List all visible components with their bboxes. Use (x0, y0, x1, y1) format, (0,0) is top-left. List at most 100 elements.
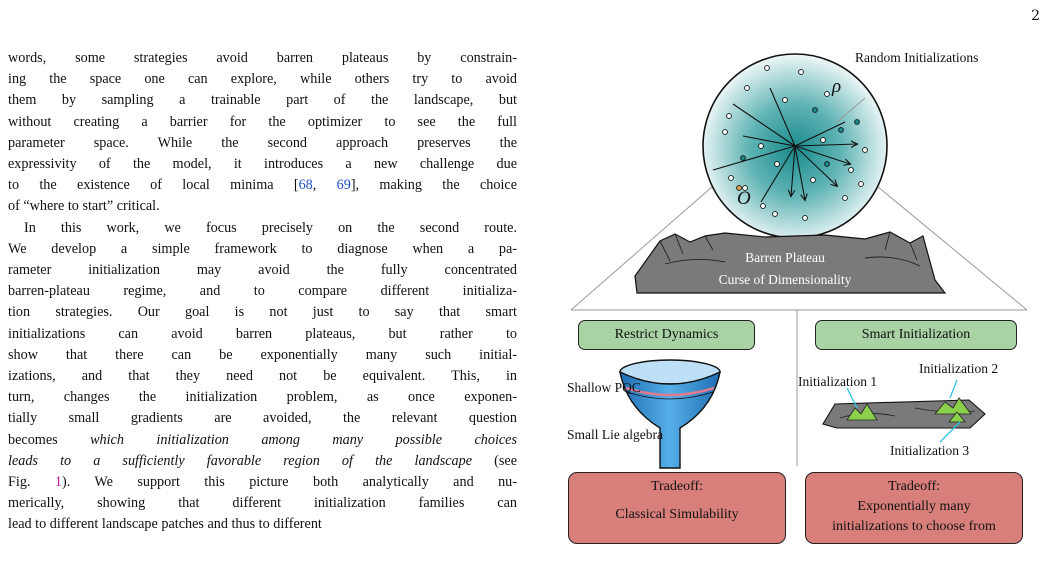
initialization-dot (742, 185, 748, 191)
initialization-dot (802, 215, 808, 221)
text-line: turn, changes the initialization problem… (8, 387, 517, 408)
text-segment: becomes (8, 431, 91, 448)
text-line: without creating a barrier for the optim… (8, 112, 517, 133)
text-segment: tion strategies. Our goal is not just to… (8, 304, 517, 321)
tradeoff-left-title: Tradeoff: (650, 479, 704, 494)
text-segment: initializations can avoid barren plateau… (8, 325, 517, 342)
text-line: rameter initialization may avoid the ful… (8, 260, 517, 281)
initialization-dot (736, 185, 742, 191)
cone-line-right (876, 185, 1028, 311)
text-line: lead to different landscape patches and … (8, 514, 517, 535)
smart-initialization-box: Smart Initialization (815, 320, 1017, 350)
text-segment: In this work, we focus precisely on the … (24, 219, 517, 236)
text-line: In this work, we focus precisely on the … (8, 218, 517, 239)
initialization-dot (726, 113, 732, 119)
text-line: becomes which initialization among many … (8, 430, 517, 451)
text-line: of “where to start” critical. (8, 196, 517, 217)
text-line: initializations can avoid barren plateau… (8, 324, 517, 345)
text-line: words, some strategies avoid barren plat… (8, 48, 517, 69)
text-segment: without creating a barrier for the optim… (8, 113, 517, 130)
text-segment: of “where to start” critical. (8, 198, 160, 215)
emphasis-text: which initialization among many possible… (90, 431, 517, 448)
text-segment: expressivity of the model, it introduces… (8, 156, 517, 173)
initialization-dot (782, 97, 788, 103)
observable-symbol: O (737, 188, 751, 209)
initialization-dot (858, 181, 864, 187)
text-segment: (see (472, 452, 518, 469)
initialization-dot (772, 211, 778, 217)
initialization-dot (842, 195, 848, 201)
restrict-dynamics-box: Restrict Dynamics (578, 320, 755, 350)
page-number: 2 (1031, 8, 1040, 24)
text-segment: words, some strategies avoid barren plat… (8, 50, 517, 66)
initialization-dot (740, 155, 746, 161)
initialization-dot (728, 175, 734, 181)
text-line: show that there can be exponentially man… (8, 345, 517, 366)
text-line: tion strategies. Our goal is not just to… (8, 302, 517, 323)
tradeoff-right-title: Tradeoff: (887, 479, 941, 494)
initialization-dot (854, 119, 860, 125)
tradeoff-right-box: Tradeoff: Exponentially many initializat… (805, 472, 1023, 544)
text-segment: to the existence of local minima [ (8, 177, 299, 194)
text-line: We develop a simple framework to diagnos… (8, 239, 517, 260)
initialization-dot (798, 69, 804, 75)
plateau-label-line2: Curse of Dimensionality (718, 272, 852, 287)
initialization-dot (838, 127, 844, 133)
initialization-dot (812, 107, 818, 113)
initialization-dot (848, 167, 854, 173)
initialization-dot (820, 137, 826, 143)
text-line: merically, showing that different initia… (8, 493, 517, 514)
text-segment: show that there can be exponentially man… (8, 346, 517, 363)
tradeoff-left-box: Tradeoff: Classical Simulability (568, 472, 786, 544)
text-segment: ], making the choice (350, 177, 517, 194)
text-line: barren-plateau regime, and to compare di… (8, 281, 517, 302)
initialization-dot (744, 85, 750, 91)
initialization-dot (824, 91, 830, 97)
text-line: izations, and that they need not be equi… (8, 366, 517, 387)
text-segment: lead to different landscape patches and … (8, 516, 322, 533)
initialization-dot (758, 143, 764, 149)
text-segment: turn, changes the initialization problem… (8, 389, 517, 406)
text-segment: tially small gradients are avoided, the … (8, 410, 517, 427)
tradeoff-right-line1: Exponentially many (857, 499, 971, 514)
initialization-1-label: Initialization 1 (798, 374, 878, 389)
initialization-dot (764, 65, 770, 71)
smart-init-landscape (822, 379, 986, 443)
text-segment: , (312, 177, 337, 194)
cone-line-left (570, 185, 714, 311)
text-line: Fig. 1). We support this picture both an… (8, 472, 517, 493)
emphasis-text: leads to a sufficiently favorable region… (8, 452, 473, 469)
random-initialization-dots (722, 65, 868, 221)
text-segment: barren-plateau regime, and to compare di… (8, 283, 517, 300)
initialization-dot (722, 129, 728, 135)
text-line: expressivity of the model, it introduces… (8, 154, 517, 175)
text-segment: We develop a simple framework to diagnos… (8, 240, 517, 257)
initialization-dot (824, 161, 830, 167)
sphere-vectors (712, 87, 857, 203)
text-line: them by sampling a trainable part of the… (8, 90, 517, 111)
rho-symbol: ρ (832, 76, 842, 97)
initialization-dot (810, 177, 816, 183)
initialization-dot (862, 147, 868, 153)
text-segment: parameter space. While the second approa… (8, 134, 517, 151)
plateau-label-line1: Barren Plateau (745, 250, 825, 265)
citation-link[interactable]: 69 (336, 177, 351, 194)
tradeoff-left-text: Classical Simulability (615, 507, 739, 522)
text-segment: merically, showing that different initia… (8, 495, 517, 512)
text-segment: izations, and that they need not be equi… (8, 368, 517, 385)
text-segment: them by sampling a trainable part of the… (8, 92, 517, 109)
initialization-dot (760, 203, 766, 209)
text-segment: ). We support this picture both analytic… (61, 474, 517, 491)
citation-link[interactable]: 68 (298, 177, 313, 194)
text-line: ing the space one can explore, while oth… (8, 69, 517, 90)
small-lie-algebra-label: Small Lie algebra (567, 427, 663, 442)
text-segment: rameter initialization may avoid the ful… (8, 262, 517, 279)
text-segment: ing the space one can explore, while oth… (8, 71, 517, 88)
figure-1: Random Initializations ρ O Barren Platea… (565, 36, 1035, 575)
text-line: leads to a sufficiently favorable region… (8, 451, 517, 472)
figure-reference-link[interactable]: 1 (54, 474, 62, 491)
initialization-dot (774, 161, 780, 167)
barren-plateau-landscape (634, 231, 947, 294)
initialization-2-label: Initialization 2 (919, 361, 999, 376)
figure-graphics (570, 53, 1028, 469)
